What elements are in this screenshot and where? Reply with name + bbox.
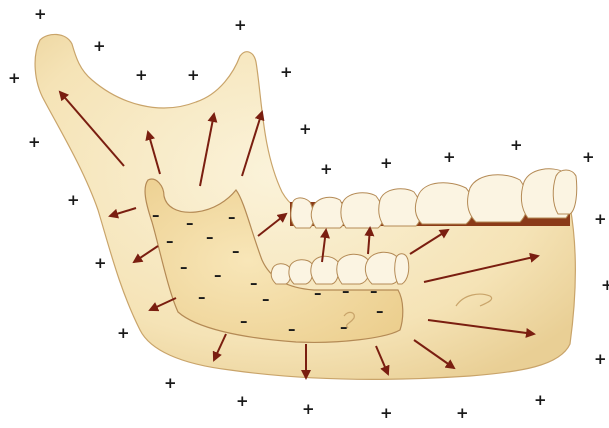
plus-sign: + (443, 148, 456, 166)
adult-tooth-molar-1 (415, 183, 473, 224)
adult-tooth-incisor (291, 198, 314, 228)
minus-sign: – (214, 266, 222, 284)
minus-sign: – (198, 288, 206, 306)
minus-sign: – (166, 232, 174, 250)
plus-sign: + (236, 392, 249, 410)
minus-sign: – (206, 228, 214, 246)
minus-sign: – (376, 302, 384, 320)
plus-sign: + (187, 66, 200, 84)
plus-sign: + (380, 154, 393, 172)
plus-sign: + (299, 120, 312, 138)
plus-sign: + (582, 148, 595, 166)
plus-sign: + (135, 66, 148, 84)
minus-sign: – (152, 206, 160, 224)
plus-sign: + (320, 160, 333, 178)
child-tooth-4 (337, 254, 370, 284)
plus-sign: + (302, 400, 315, 418)
child-tooth-1 (271, 264, 291, 284)
adult-tooth-molar-4 (553, 170, 577, 214)
adult-tooth-canine (311, 197, 345, 228)
minus-sign: – (232, 242, 240, 260)
adult-tooth-premolar-2 (379, 189, 421, 226)
plus-sign: + (8, 69, 21, 87)
child-tooth-2 (289, 260, 313, 284)
adult-tooth-molar-2 (468, 175, 528, 222)
minus-sign: – (250, 274, 258, 292)
plus-sign: + (594, 210, 607, 228)
minus-sign: – (342, 282, 350, 300)
minus-sign: – (370, 282, 378, 300)
plus-sign: + (594, 350, 607, 368)
minus-sign: – (340, 318, 348, 336)
minus-sign: – (288, 320, 296, 338)
minus-sign: – (186, 214, 194, 232)
minus-sign: – (228, 208, 236, 226)
minus-sign: – (314, 284, 322, 302)
minus-sign: – (180, 258, 188, 276)
plus-sign: + (456, 404, 469, 422)
plus-sign: + (380, 404, 393, 422)
plus-sign: + (280, 63, 293, 81)
plus-sign: + (534, 391, 547, 409)
plus-sign: + (94, 254, 107, 272)
child-tooth-3 (311, 256, 339, 284)
plus-sign: + (93, 37, 106, 55)
plus-sign: + (34, 5, 47, 23)
plus-sign: + (234, 16, 247, 34)
minus-sign: – (240, 312, 248, 330)
plus-sign: + (510, 136, 523, 154)
minus-sign: – (262, 290, 270, 308)
plus-sign: + (28, 133, 41, 151)
plus-sign: + (164, 374, 177, 392)
adult-tooth-premolar-1 (341, 193, 383, 228)
plus-sign: + (601, 276, 609, 294)
plus-sign: + (67, 191, 80, 209)
plus-sign: + (117, 324, 130, 342)
adult-teeth (290, 169, 577, 228)
